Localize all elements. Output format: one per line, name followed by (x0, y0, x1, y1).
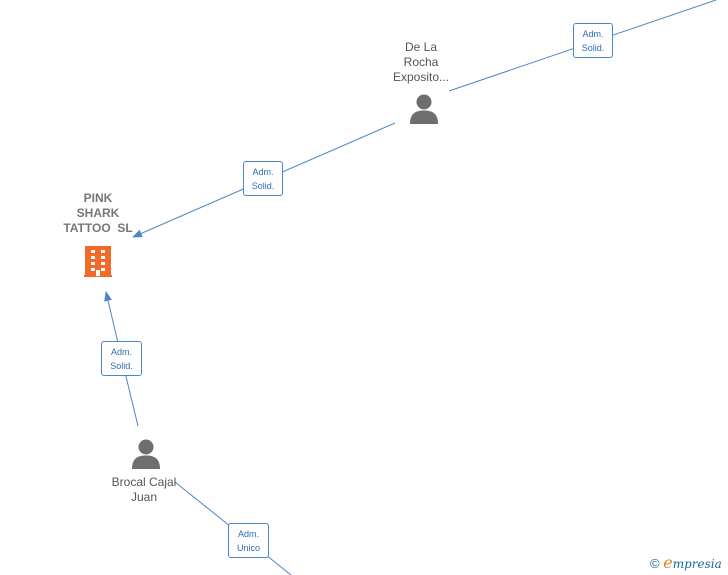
watermark-initial: e (663, 553, 673, 572)
company-name[interactable]: PINK SHARK TATTOO SL (48, 191, 148, 236)
person-name-line: Juan (130, 490, 158, 504)
person-name-line: Rocha (403, 55, 439, 69)
person-name[interactable]: De La Rocha Exposito... (371, 40, 471, 85)
person-name-line: De La (404, 40, 438, 54)
edge-role-line: Adm. (252, 167, 274, 177)
edge-role-line: Solid. (251, 181, 275, 191)
person-name-line: Exposito... (392, 70, 450, 84)
company-name-line: TATTOO SL (63, 221, 133, 235)
company-name-line: PINK (83, 191, 113, 205)
person-icon[interactable] (410, 94, 438, 125)
copyright-symbol: © (650, 556, 660, 571)
company-name-line: SHARK (76, 206, 120, 220)
edge-role-label[interactable]: Adm. Unico (228, 523, 269, 558)
building-icon[interactable] (84, 246, 112, 277)
person-name[interactable]: Brocal Cajal Juan (94, 475, 194, 505)
person-icon[interactable] (132, 439, 160, 470)
person-name-line: Brocal Cajal (111, 475, 177, 489)
edge-role-line: Solid. (581, 43, 605, 53)
edge-role-line: Unico (236, 543, 260, 553)
edge-role-line: Adm. (237, 529, 259, 539)
watermark-text: mpresia (672, 557, 722, 571)
edge-role-label[interactable]: Adm. Solid. (243, 161, 283, 196)
edge-role-line: Solid. (110, 361, 133, 371)
edge-role-label[interactable]: Adm. Solid. (573, 23, 613, 58)
edge-role-label[interactable]: Adm. Solid. (101, 341, 142, 376)
edge-role-line: Adm. (110, 347, 132, 357)
edge-role-line: Adm. (582, 29, 604, 39)
empresia-watermark: © empresia (650, 553, 722, 572)
